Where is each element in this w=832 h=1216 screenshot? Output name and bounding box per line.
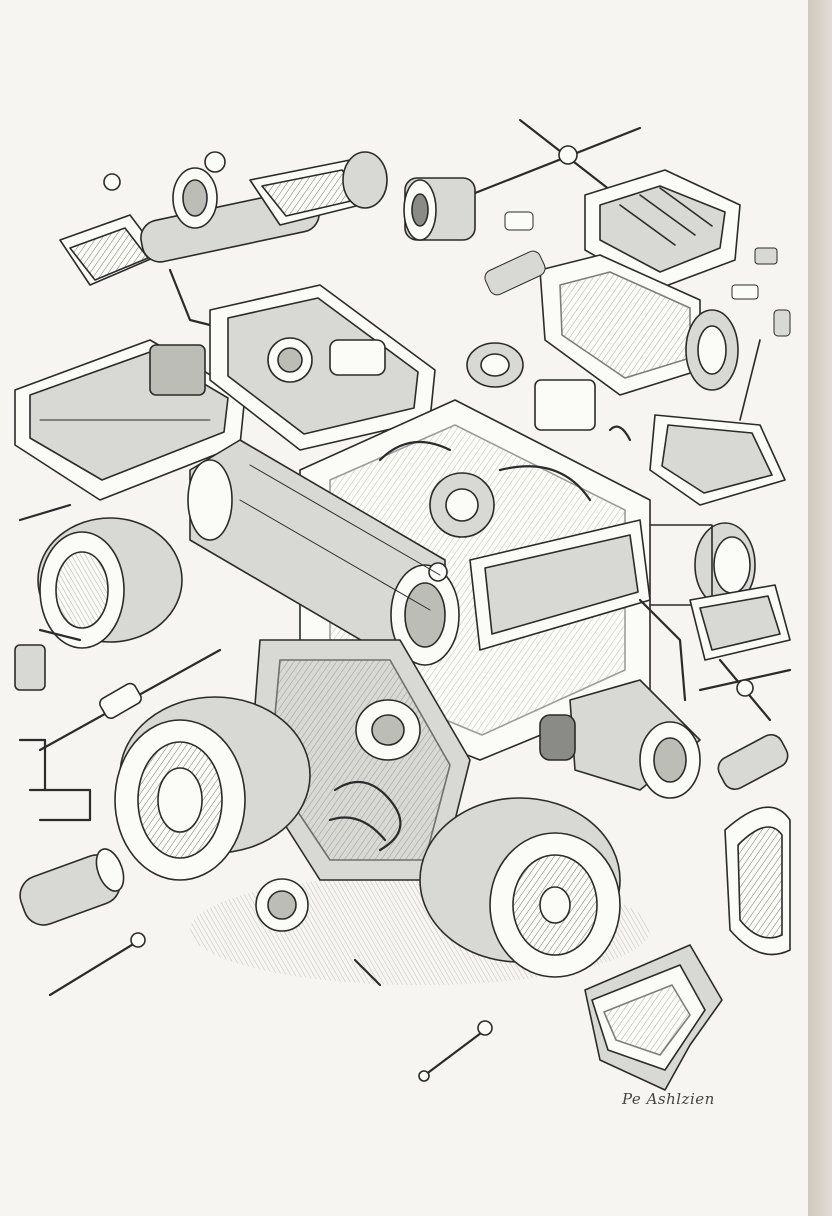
left-ring (37, 517, 183, 649)
left-tray (14, 339, 246, 501)
bottom-bolt (353, 958, 493, 1082)
upper-block (209, 284, 436, 451)
engine-main (187, 399, 756, 761)
engine-sketch (14, 118, 792, 1091)
top-pipe-assembly (59, 151, 388, 332)
flywheel (419, 797, 621, 978)
bottom-bucket (584, 944, 723, 1091)
bottom-left-cylinder (19, 848, 146, 997)
top-cross-bar (468, 118, 642, 197)
right-side-parts (689, 584, 792, 956)
paper-edge (808, 0, 832, 1216)
artist-signature: Pe Ashlzien (622, 1090, 715, 1108)
mid-parts (466, 342, 786, 506)
small-parts-right (484, 211, 791, 421)
pulley (255, 878, 309, 932)
left-drum (114, 696, 311, 881)
right-exhaust (539, 598, 701, 799)
top-right-cooler (539, 169, 741, 396)
left-rods (14, 503, 222, 822)
top-cylinder (403, 177, 476, 241)
